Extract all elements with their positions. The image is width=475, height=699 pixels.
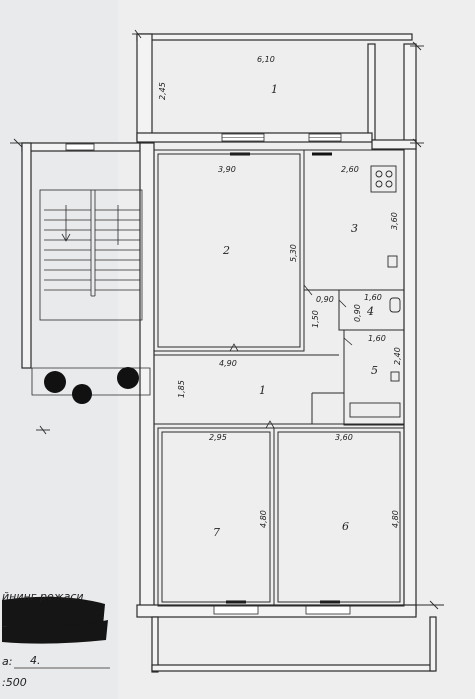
dim-room-3-width: 2,60 [341,165,359,174]
dim-room-4-width: 1,60 [364,293,382,302]
dim-balcony-depth: 2,45 [158,82,167,100]
stamp-number-prefix: а: [2,655,12,668]
dim-room-5-depth: 2,40 [393,347,402,365]
room-label-5: 5 [371,364,378,377]
room-label-6: 6 [342,520,349,533]
dim-room-4-depth: 0,90 [353,304,362,322]
dim-balcony-width: 6,10 [257,55,275,64]
title-block: йнинг режаси а: 4. :500 [2,590,110,689]
dim-room-7-width: 2,95 [209,433,227,442]
dim-room-2-width: 3,90 [218,165,236,174]
dim-room-2-depth: 5,30 [289,244,298,262]
interior-walls [153,149,405,607]
room-label-3: 3 [351,222,358,235]
dim-room-7-depth: 4,80 [259,510,268,528]
dim-hall-passage: 1,50 [311,310,320,328]
room-label-hall: 1 [259,384,266,397]
dim-room-4-door: 0,90 [316,295,334,304]
stamp-number: 4. [30,654,41,667]
dim-room-6-depth: 4,80 [391,510,400,528]
stamp-scale: :500 [2,676,27,689]
door-marks [229,284,353,429]
dim-hall-width: 1,85 [177,380,186,398]
dim-room-6-width: 3,60 [335,433,353,442]
room-label-4: 4 [366,305,374,318]
staircase [31,189,151,396]
stamp-title: йнинг режаси [2,590,84,603]
room-label-7: 7 [213,526,220,539]
room-label-balcony-top: 1 [271,83,278,96]
redaction-marks [44,367,139,404]
fixtures [349,165,401,418]
dim-room-2-bottom: 4,90 [219,359,237,368]
dim-room-3-depth: 3,60 [390,212,399,230]
dim-room-5-width: 1,60 [368,334,386,343]
tick-marks [10,29,444,610]
room-annotations: 1 6,10 2,45 2 3,90 5,30 4,90 3 2,60 3,60… [158,55,402,539]
room-label-2: 2 [222,244,230,257]
